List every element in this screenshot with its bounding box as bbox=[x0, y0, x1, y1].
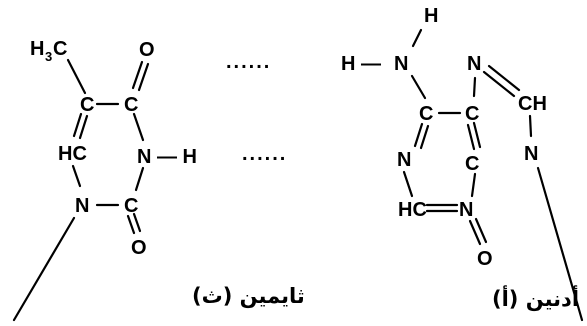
adenine-c8: CH bbox=[518, 93, 547, 115]
adenine-n9: N bbox=[524, 143, 538, 165]
adenine-amino-h-top: H bbox=[424, 5, 438, 27]
bond-c6-n1-a bbox=[413, 122, 424, 148]
adenine-amino-h-left: H — bbox=[341, 53, 381, 75]
bond-c6-n1 bbox=[71, 164, 82, 188]
adenine-molecule: H H — N C C N CH N N C HC N bbox=[341, 5, 584, 322]
thymine-n3: N — H bbox=[137, 146, 197, 168]
bond-n1-c2 bbox=[402, 170, 414, 198]
adenine-c5: C bbox=[465, 103, 479, 125]
bond-n3-o-b bbox=[474, 217, 488, 244]
thymine-o4: O bbox=[139, 39, 155, 61]
thymine-c6: HC bbox=[58, 143, 87, 165]
hydrogen-bond-dots-top: ...... bbox=[226, 51, 271, 73]
bond-c4-o4-b bbox=[137, 62, 150, 92]
bond-c4-o4-a bbox=[131, 60, 144, 90]
hydrogen-bond-dots-bottom: ...... bbox=[242, 143, 287, 165]
bond-n6-c6 bbox=[410, 74, 427, 100]
bond-c6-n1-b bbox=[419, 124, 430, 150]
thymine-c2: C bbox=[124, 195, 138, 217]
thymine-h3c-c: C bbox=[53, 38, 67, 60]
thymine-c5: C bbox=[80, 94, 94, 116]
thymine-caption: ثايمين (ث) bbox=[192, 284, 305, 308]
thymine-n1: N bbox=[75, 195, 89, 217]
adenine-o: O bbox=[477, 248, 493, 270]
bond-amino-h-top bbox=[411, 28, 423, 48]
bond-c8-n9 bbox=[528, 114, 533, 138]
adenine-n6: N bbox=[394, 53, 408, 75]
bond-c2-o2-b bbox=[132, 212, 142, 233]
bond-c5-c4-b bbox=[472, 121, 482, 149]
bond-c4-n3 bbox=[470, 172, 477, 198]
bond-c5-c6-a bbox=[72, 112, 83, 138]
bond-c4-n3 bbox=[132, 112, 145, 142]
adenine-n1: N bbox=[397, 149, 411, 171]
thymine-o2: O bbox=[131, 237, 147, 259]
bond-n7-c8-b bbox=[487, 64, 521, 92]
thymine-h3c-subscript: 3 bbox=[45, 49, 52, 64]
adenine-caption: أدنين (أ) bbox=[492, 284, 579, 311]
thymine-c4: C bbox=[124, 94, 138, 116]
adenine-c4: C bbox=[465, 153, 479, 175]
bond-c5-c4-a bbox=[466, 123, 476, 151]
bond-n3-c2 bbox=[134, 166, 145, 192]
bond-c5-c6-b bbox=[78, 114, 89, 140]
adenine-n3: N bbox=[459, 199, 473, 221]
bond-ch3-c5 bbox=[66, 58, 87, 95]
adenine-n7: N bbox=[467, 53, 481, 75]
bond-n3-o-a bbox=[468, 219, 482, 246]
bond-thymine-sugar bbox=[12, 216, 76, 322]
bond-c2-o2-a bbox=[126, 214, 136, 235]
thymine-h3c-h: H bbox=[30, 38, 44, 60]
adenine-c2: HC bbox=[398, 199, 427, 221]
bond-c5-n7 bbox=[472, 76, 477, 98]
bond-n7-c8-a bbox=[482, 70, 516, 98]
bond-adenine-sugar bbox=[536, 166, 584, 322]
thymine-molecule: H 3 C C C O HC N — H N C O bbox=[12, 38, 197, 322]
adenine-c6: C bbox=[419, 103, 433, 125]
